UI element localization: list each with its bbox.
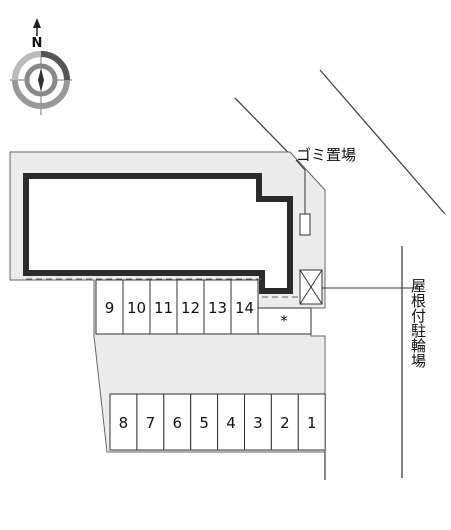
road-line-2 [319, 69, 446, 215]
compass-rose-icon: N [10, 18, 72, 115]
parking-space-7: 7 [136, 393, 165, 451]
building-outline [23, 173, 293, 294]
parking-space-11: 11 [149, 279, 178, 335]
garbage-area-label: ゴミ置場 [296, 146, 356, 164]
parking-space-2: 2 [270, 393, 299, 451]
garbage-area-leader [295, 159, 306, 214]
special-space-label: * [280, 312, 288, 330]
parking-space-label: 11 [154, 299, 173, 317]
parking-row-top: 9 10 11 12 13 14 [95, 279, 259, 335]
parking-space-label: 13 [208, 299, 227, 317]
north-label: N [32, 36, 43, 51]
parking-space-label: 2 [280, 414, 290, 432]
parking-space-3: 3 [244, 393, 272, 451]
parking-space-9: 9 [95, 279, 124, 335]
parking-space-label: 5 [199, 414, 209, 432]
parking-space-6: 6 [163, 393, 192, 451]
parking-space-4: 4 [217, 393, 246, 451]
parking-space-label: 7 [146, 414, 156, 432]
parking-space-label: 10 [127, 299, 146, 317]
parking-space-label: 9 [105, 299, 115, 317]
parking-space-label: 8 [119, 414, 129, 432]
parking-space-5: 5 [190, 393, 219, 451]
parking-space-label: 6 [172, 414, 182, 432]
parking-special-space: * [257, 307, 312, 335]
parking-space-8: 8 [109, 393, 138, 451]
parking-space-14: 14 [230, 279, 259, 335]
parking-space-10: 10 [122, 279, 151, 335]
parking-space-label: 12 [181, 299, 200, 317]
parking-space-label: 1 [307, 414, 317, 432]
parking-space-label: 14 [235, 299, 254, 317]
bicycle-parking-label: 屋根付駐輪場 [409, 278, 427, 368]
parking-space-label: 4 [226, 414, 236, 432]
parking-space-13: 13 [203, 279, 232, 335]
parking-space-1: 1 [297, 393, 326, 451]
garbage-area-box [299, 213, 311, 236]
parking-space-12: 12 [176, 279, 205, 335]
parking-space-label: 3 [253, 414, 263, 432]
